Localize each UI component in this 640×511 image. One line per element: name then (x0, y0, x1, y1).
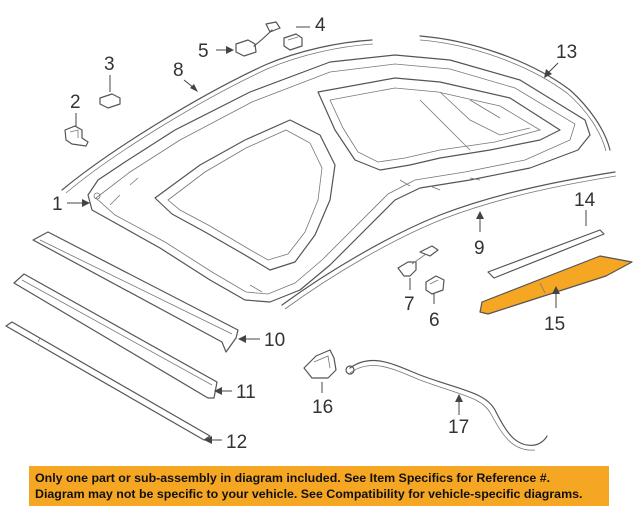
roof-panel-part-1 (87, 54, 591, 303)
callout-15: 15 (544, 314, 565, 335)
drain-hose-part-17 (345, 359, 548, 451)
callout-4: 4 (315, 15, 326, 36)
callout-13: 13 (556, 42, 577, 63)
bracket-part-16 (303, 349, 337, 379)
left-roof-molding-part-8 (61, 39, 374, 194)
callout-17: 17 (448, 417, 469, 438)
callout-8: 8 (173, 60, 184, 81)
notice-line-2: Diagram may not be specific to your vehi… (35, 487, 583, 501)
right-roof-molding-part-13 (419, 35, 611, 152)
callout-3: 3 (104, 54, 115, 75)
strip-part-14 (487, 229, 605, 279)
pad-part-3 (99, 93, 121, 109)
highlighted-part-15 (479, 255, 633, 315)
callout-12: 12 (226, 432, 247, 453)
callout-14: 14 (574, 190, 596, 211)
trim-panel-part-11 (13, 273, 218, 399)
seal-strip-part-12 (5, 321, 211, 441)
callout-5: 5 (198, 41, 209, 62)
drip-molding-part-9 (281, 171, 617, 310)
weatherstrip-part-10 (32, 231, 239, 353)
bracket-part-2 (64, 125, 89, 147)
callout-9: 9 (474, 238, 485, 259)
callout-2: 2 (70, 92, 81, 113)
callout-6: 6 (429, 310, 440, 331)
callout-10: 10 (264, 330, 285, 351)
notice-line-1: Only one part or sub-assembly in diagram… (35, 471, 551, 485)
bracket-part-7 (397, 245, 439, 277)
clip-part-6 (425, 275, 445, 295)
callout-7: 7 (404, 294, 415, 315)
leader-lines (67, 26, 587, 444)
callout-16: 16 (312, 397, 333, 418)
connector-part-4 (283, 33, 303, 51)
callout-11: 11 (236, 382, 256, 403)
notice-banner: Only one part or sub-assembly in diagram… (29, 466, 609, 506)
harness-part-5 (235, 21, 281, 57)
callout-1: 1 (52, 194, 63, 215)
